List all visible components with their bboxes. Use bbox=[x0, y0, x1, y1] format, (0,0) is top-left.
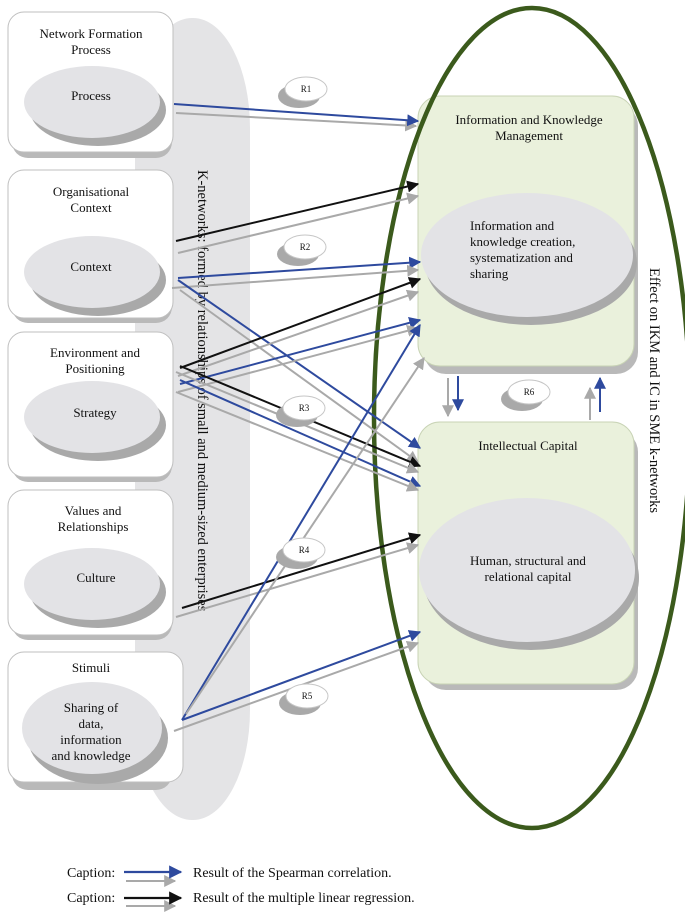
effect-vertical-label: Effect on IKM and IC in SME k-networks bbox=[646, 268, 662, 513]
svg-text:R3: R3 bbox=[299, 403, 310, 413]
arrow-regression bbox=[181, 532, 422, 609]
caption-regression: Caption: Result of the multiple linear r… bbox=[67, 891, 415, 912]
relation-bubble-r6: R6 bbox=[501, 379, 551, 411]
arrow-regression bbox=[179, 277, 422, 369]
left-box-inner-label: Strategy bbox=[73, 405, 117, 420]
svg-text:R1: R1 bbox=[301, 84, 312, 94]
svg-text:R4: R4 bbox=[299, 545, 310, 555]
arrow-spearman bbox=[173, 103, 420, 127]
arrow-regression bbox=[175, 180, 420, 242]
left-box-inner-label: Context bbox=[70, 259, 112, 274]
relation-bubble-r5: R5 bbox=[279, 683, 329, 715]
arrow-gray bbox=[175, 542, 420, 618]
arrow-spearman bbox=[177, 256, 422, 279]
arrow-gray bbox=[185, 357, 425, 715]
left-box-inner-label: Process bbox=[71, 88, 111, 103]
arrow-gray bbox=[171, 264, 420, 289]
arrow-spearman bbox=[181, 323, 421, 721]
svg-text:Caption:: Caption: bbox=[67, 866, 115, 881]
arrow-gray bbox=[175, 112, 418, 132]
relation-bubble-r4: R4 bbox=[276, 537, 326, 569]
arrow-gray bbox=[177, 192, 420, 254]
left-box-inner-label: Culture bbox=[77, 570, 116, 585]
arrows bbox=[171, 103, 606, 732]
left-box-title: Stimuli bbox=[72, 660, 111, 675]
arrow-spearman bbox=[179, 316, 422, 385]
relation-bubble-r3: R3 bbox=[276, 395, 326, 427]
right-box-title: Intellectual Capital bbox=[478, 438, 578, 453]
caption-spearman: Caption: Result of the Spearman correlat… bbox=[67, 865, 392, 887]
svg-text:Result of the multiple linear: Result of the multiple linear regression… bbox=[193, 891, 415, 906]
svg-text:R6: R6 bbox=[524, 387, 535, 397]
svg-text:Result of the Spearman correla: Result of the Spearman correlation. bbox=[193, 866, 392, 881]
effect-outer-ellipse bbox=[371, 5, 685, 831]
arrow-spearman bbox=[181, 630, 422, 721]
arrow-gray bbox=[179, 289, 419, 463]
right-box-intellectual-capital: Intellectual Capital Human, structural a… bbox=[417, 421, 639, 690]
arrow-gray bbox=[177, 289, 420, 377]
k-networks-vertical-label: K-networks: formed by relationships of s… bbox=[194, 170, 210, 612]
svg-text:R5: R5 bbox=[302, 691, 313, 701]
relation-bubble-r2: R2 bbox=[277, 234, 327, 266]
arrow-gray bbox=[175, 391, 420, 492]
relation-bubble-r1: R1 bbox=[278, 76, 328, 108]
svg-text:R2: R2 bbox=[300, 242, 311, 252]
svg-text:Caption:: Caption: bbox=[67, 891, 115, 906]
arrow-spearman bbox=[177, 279, 421, 449]
arrow-spearman bbox=[179, 379, 422, 488]
